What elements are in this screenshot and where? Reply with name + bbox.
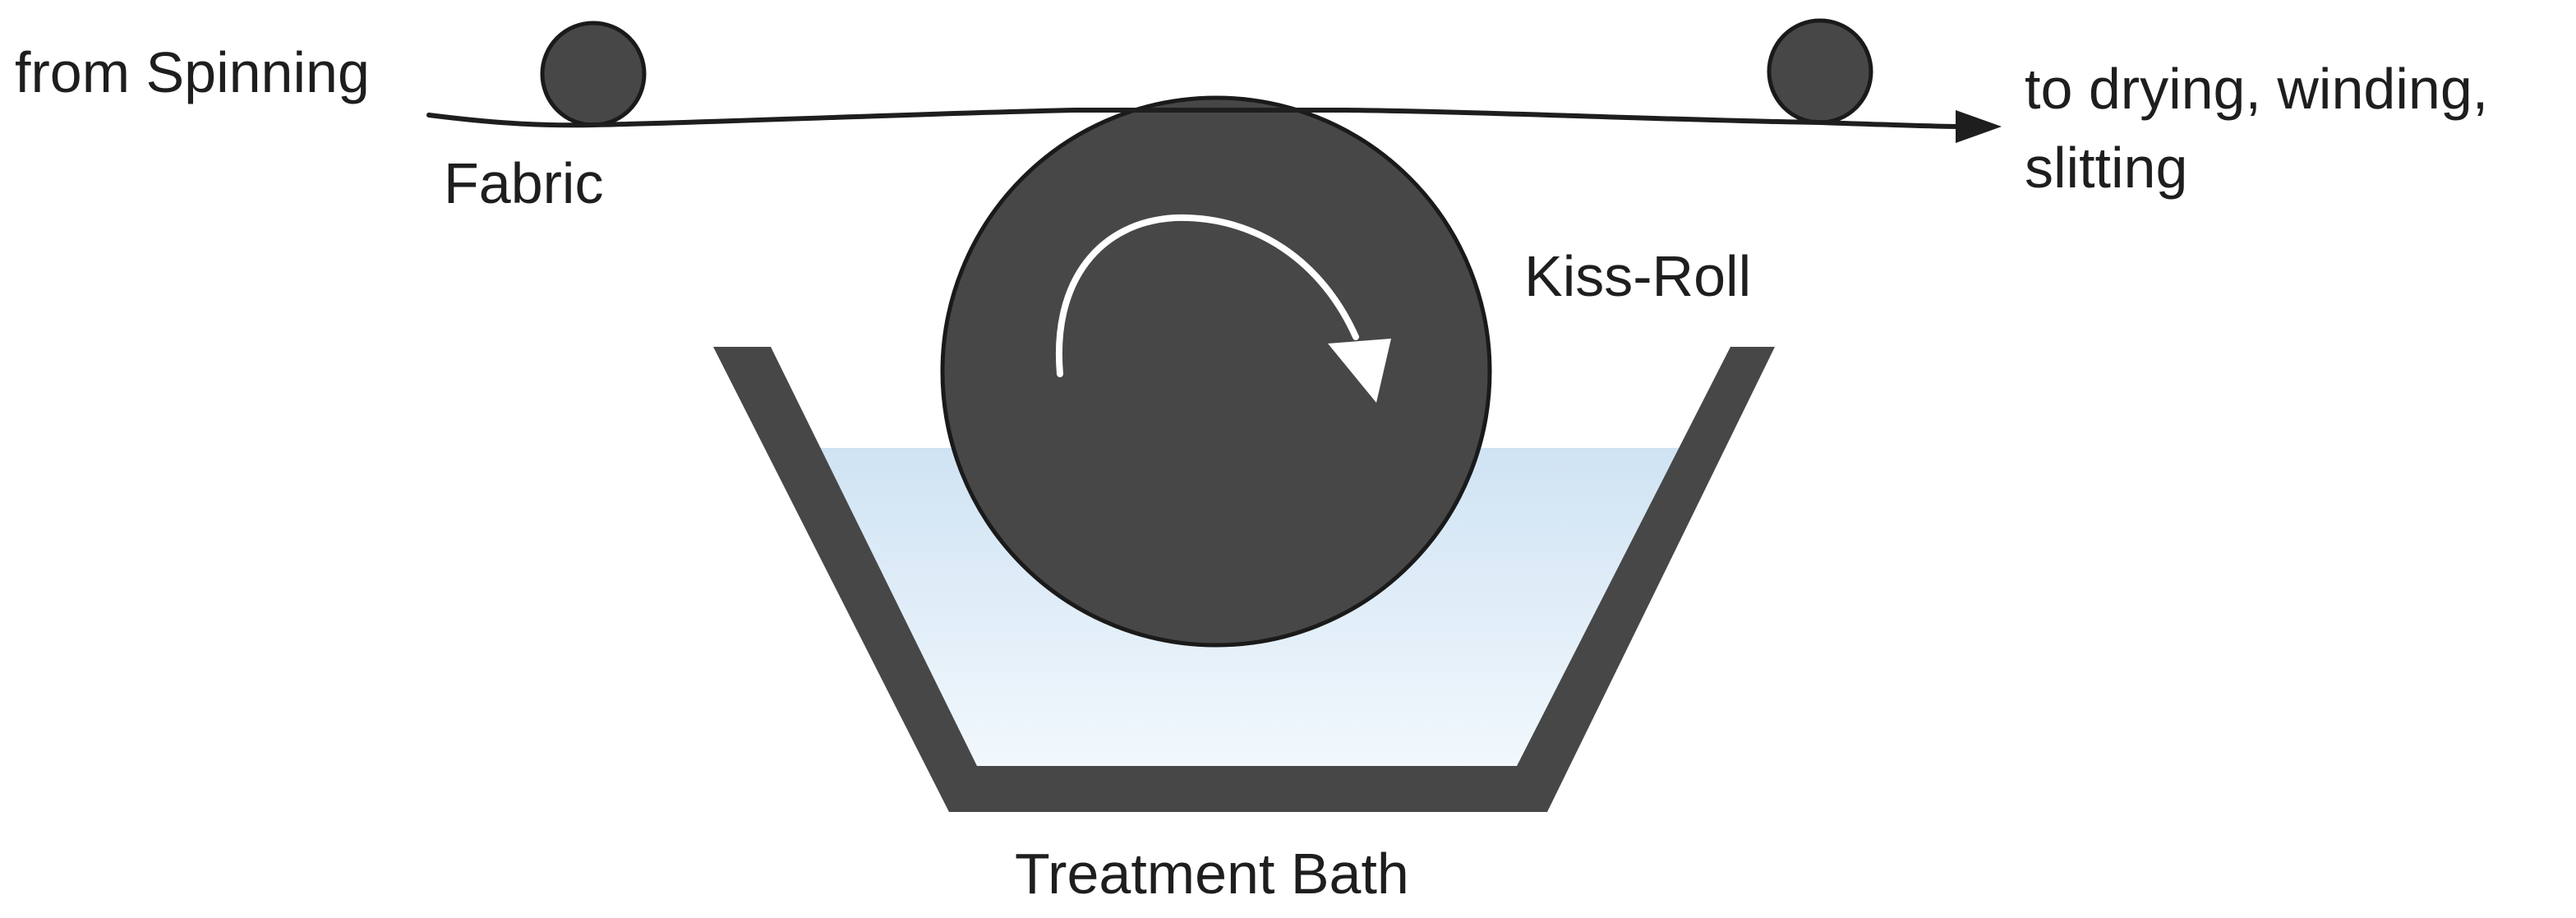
label-destination-line1: to drying, winding,	[2025, 57, 2488, 121]
rotation-arrow-icon	[1055, 214, 1359, 377]
fabric-line	[426, 108, 1961, 129]
label-fabric: Fabric	[444, 151, 603, 215]
label-kiss-roll: Kiss-Roll	[1524, 244, 1751, 308]
label-from-spinning: from Spinning	[15, 40, 370, 104]
guide-roll-left	[540, 21, 647, 127]
label-treatment-bath: Treatment Bath	[1015, 842, 1409, 906]
guide-roll-right	[1767, 18, 1873, 125]
rotation-arrowhead-icon	[1328, 339, 1391, 403]
fabric-direction-arrowhead-icon	[1956, 110, 2002, 143]
label-destination-line2: slitting	[2025, 136, 2187, 200]
kiss-roll	[940, 95, 1492, 648]
